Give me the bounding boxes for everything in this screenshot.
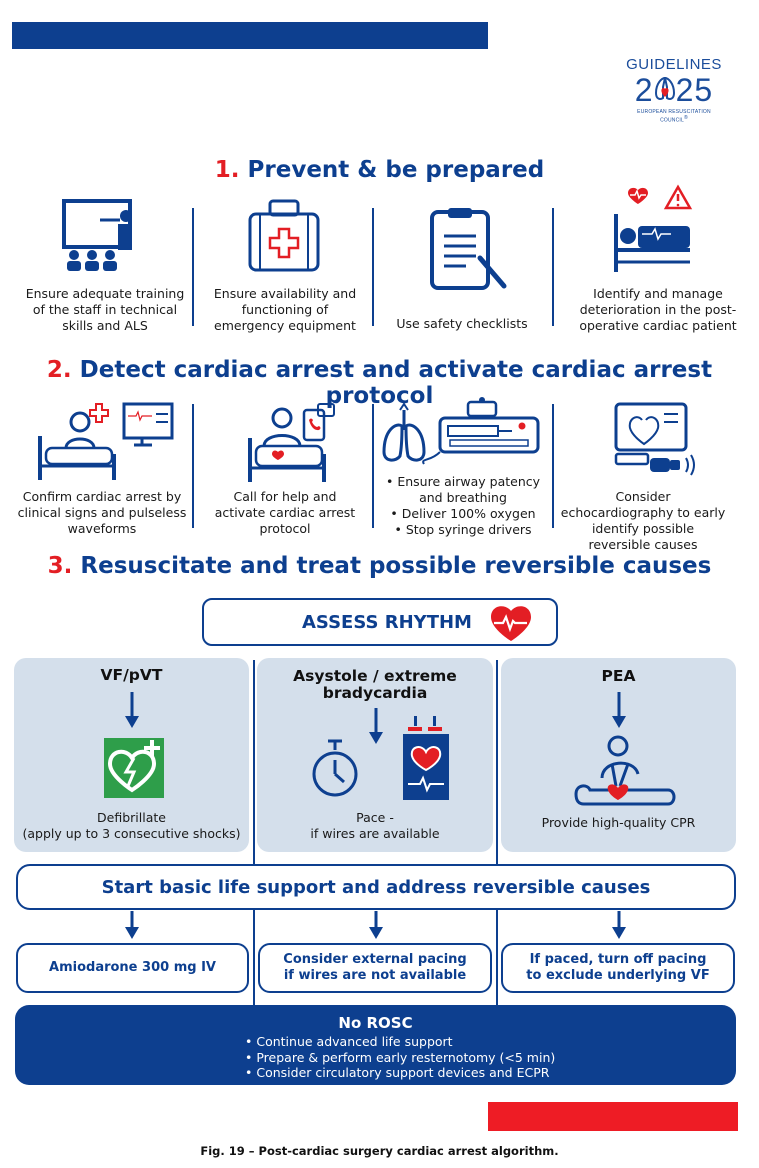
lungs-heart-logo-icon (654, 76, 675, 100)
no-rosc-list: Continue advanced life support Prepare &… (245, 1034, 555, 1081)
assess-rhythm-box: ASSESS RHYTHM (202, 598, 558, 646)
panel-vf-pvt-caption2: (apply up to 3 consecutive shocks) (22, 826, 241, 841)
turn-off-pacing-line2: to exclude underlying VF (526, 968, 710, 983)
red-bar (488, 1102, 738, 1131)
lungs-syringe-driver-icon (382, 397, 540, 465)
arrow-down-icon (612, 692, 626, 728)
arrow-down-icon (369, 708, 383, 744)
panel-vf-pvt-title: VF/pVT (100, 666, 163, 684)
panel-asystole: Asystole / extreme bradycardia Pace - if… (257, 658, 493, 852)
section1-item2-text: Ensure availability and functioning of e… (213, 286, 357, 333)
external-pacing-line2: if wires are not available (283, 968, 467, 983)
section3-title: 3. Resuscitate and treat possible revers… (47, 553, 712, 579)
turn-off-pacing-line1: If paced, turn off pacing (529, 952, 707, 967)
external-pacing-line1: Consider external pacing (283, 952, 467, 967)
header-bar (12, 22, 488, 49)
section1-item1-text: Ensure adequate training of the staff in… (25, 286, 185, 333)
bls-label: Start basic life support and address rev… (101, 877, 651, 898)
external-pacing-box: Consider external pacing if wires are no… (258, 943, 492, 993)
divider (192, 404, 194, 528)
panel-vf-pvt-caption1: Defibrillate (97, 810, 166, 825)
divider (552, 208, 554, 326)
section1-title: 1. Prevent & be prepared (214, 157, 545, 183)
no-rosc-item: Consider circulatory support devices and… (245, 1065, 555, 1081)
section2-title: 2. Detect cardiac arrest and activate ca… (46, 357, 713, 409)
pacemaker-icon (403, 716, 449, 800)
echocardiography-icon (614, 402, 695, 476)
no-rosc-item: Prepare & perform early resternotomy (<5… (245, 1050, 555, 1066)
assess-rhythm-label: ASSESS RHYTHM (302, 612, 472, 633)
clipboard-checklist-icon (430, 208, 507, 290)
amiodarone-label: Amiodarone 300 mg IV (49, 960, 216, 975)
figure-caption: Fig. 19 – Post-cardiac surgery cardiac a… (200, 1144, 559, 1158)
arrow-down-icon (125, 692, 139, 728)
arrow-down-icon (612, 911, 626, 939)
panel-asystole-title2: bradycardia (322, 684, 428, 702)
heart-rhythm-icon (491, 606, 531, 641)
section2-item3-bullets: • Ensure airway patency and breathing • … (385, 474, 541, 537)
first-aid-kit-icon (248, 199, 320, 272)
bullet-oxygen: Deliver 100% oxygen (401, 506, 536, 521)
divider (372, 208, 374, 326)
aed-defibrillator-icon (104, 738, 164, 798)
divider (192, 208, 194, 326)
panel-asystole-title1: Asystole / extreme (293, 667, 457, 685)
column-separator (496, 660, 498, 1065)
section1-item4-text: Identify and manage deterioration in the… (579, 286, 737, 333)
training-presentation-icon (62, 199, 132, 271)
section2-item2-text: Call for help and activate cardiac arres… (214, 489, 356, 536)
logo-line3: EUROPEAN RESUSCITATION COUNCIL® (637, 109, 711, 124)
section2-item1-text: Confirm cardiac arrest by clinical signs… (17, 489, 187, 536)
divider (372, 404, 374, 528)
section1-item3-text: Use safety checklists (396, 316, 528, 331)
bullet-airway: Ensure airway patency and breathing (397, 474, 541, 505)
section2-item4-text: Consider echocardiography to early ident… (560, 489, 726, 552)
turn-off-pacing-box: If paced, turn off pacing to exclude und… (501, 943, 735, 993)
patient-monitor-icon (38, 402, 174, 480)
call-for-help-icon (248, 403, 335, 482)
no-rosc-item: Continue advanced life support (245, 1034, 555, 1050)
panel-asystole-caption2: if wires are available (310, 826, 440, 841)
panel-asystole-caption1: Pace - (356, 810, 394, 825)
amiodarone-box: Amiodarone 300 mg IV (16, 943, 249, 993)
arrow-down-icon (369, 911, 383, 939)
panel-pea-caption: Provide high-quality CPR (541, 815, 696, 830)
no-rosc-title: No ROSC (338, 1014, 413, 1032)
patient-bed-alert-icon (614, 184, 693, 272)
logo-line1: GUIDELINES (626, 56, 722, 73)
stopwatch-icon (312, 739, 358, 797)
bullet-syringe: Stop syringe drivers (405, 522, 532, 537)
panel-pea-title: PEA (601, 667, 636, 685)
cpr-icon (574, 735, 676, 806)
arrow-down-icon (125, 911, 139, 939)
column-separator (253, 660, 255, 1065)
no-rosc-box: No ROSC Continue advanced life support P… (15, 1005, 736, 1085)
divider (552, 404, 554, 528)
bls-box: Start basic life support and address rev… (16, 864, 736, 910)
